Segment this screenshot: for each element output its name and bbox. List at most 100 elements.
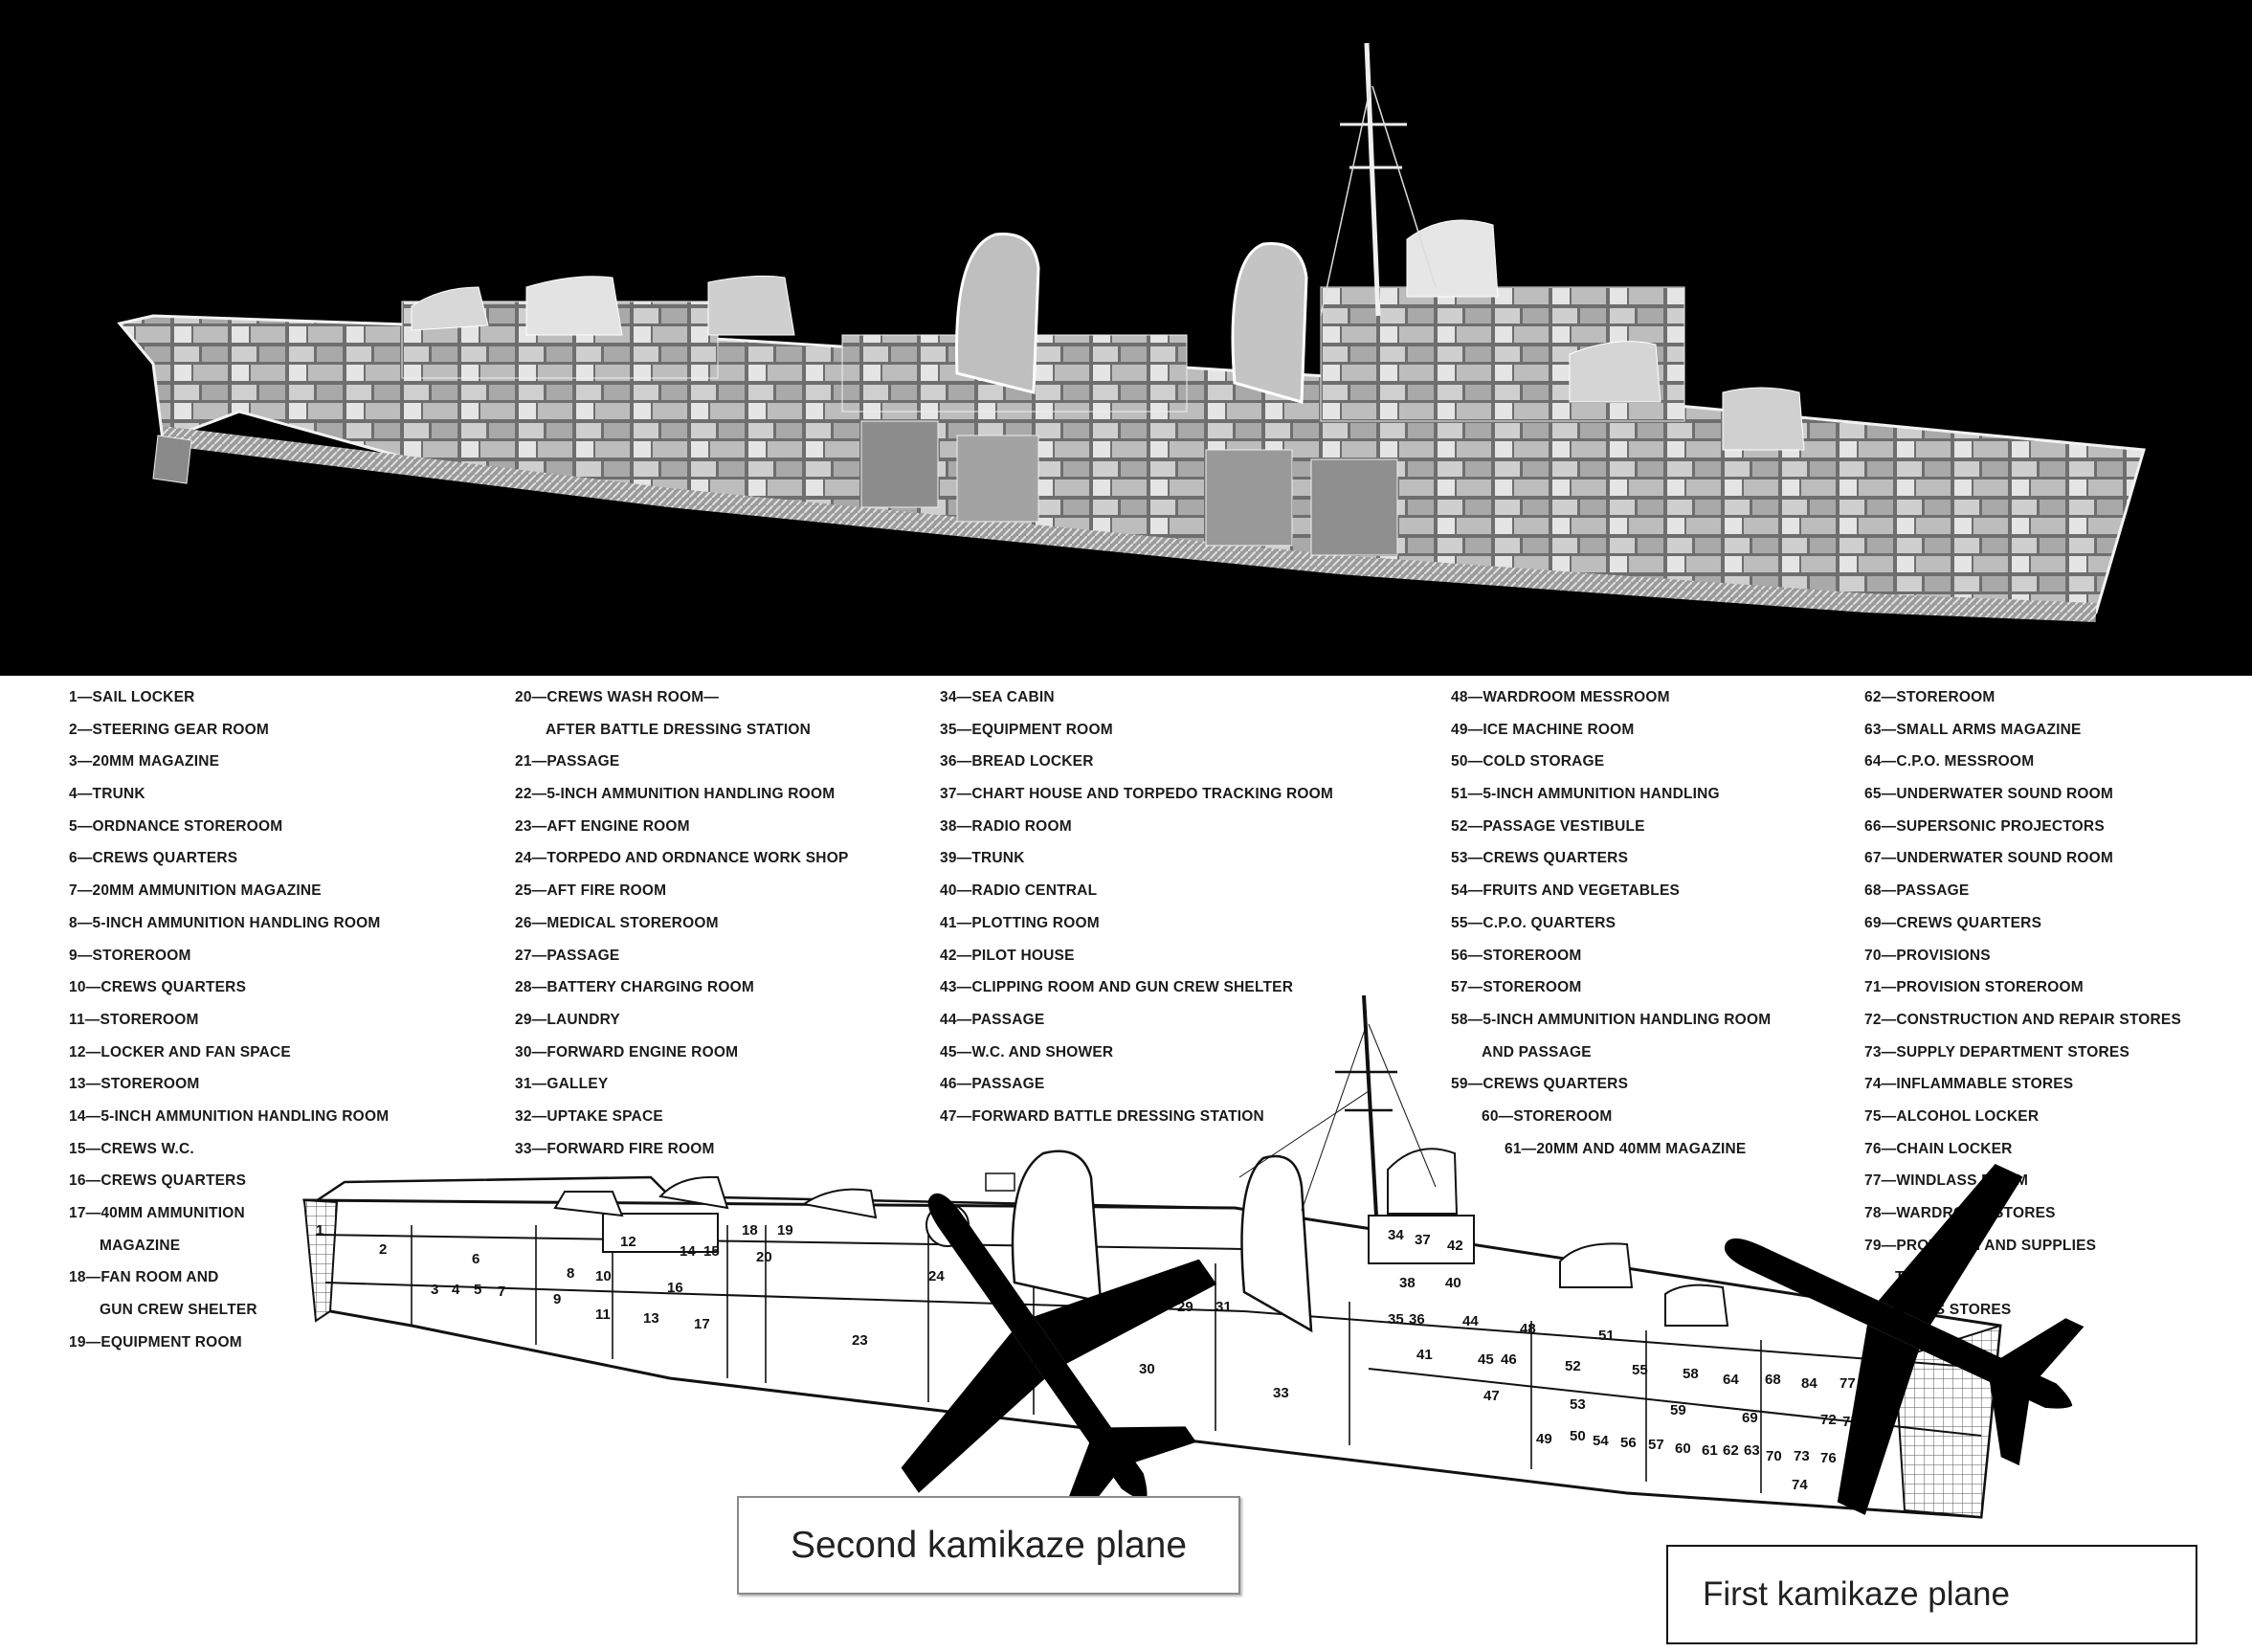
first-kamikaze-caption: First kamikaze plane: [1666, 1545, 2197, 1644]
legend-item: 26—MEDICAL STOREROOM: [515, 914, 719, 931]
legend-item: 55—C.P.O. QUARTERS: [1451, 914, 1617, 931]
compartment-number: 16: [667, 1280, 683, 1296]
compartment-number: 28: [1148, 1299, 1165, 1315]
cutaway-photo-panel: [0, 0, 2252, 676]
legend-item: 29—LAUNDRY: [515, 1011, 620, 1028]
legend-item: 75—ALCOHOL LOCKER: [1864, 1107, 2040, 1125]
compartment-number: 41: [1416, 1347, 1433, 1363]
legend-item: 19—EQUIPMENT ROOM: [69, 1333, 242, 1351]
compartment-number: 68: [1765, 1372, 1781, 1388]
compartment-number: 63: [1744, 1442, 1760, 1459]
legend-item: 70—PROVISIONS: [1864, 947, 1991, 964]
compartment-number: 75: [1842, 1414, 1859, 1430]
compartment-number: 79: [1864, 1416, 1881, 1432]
compartment-number: 26: [1127, 1299, 1144, 1315]
legend-item: 74—INFLAMMABLE STORES: [1864, 1076, 2074, 1093]
legend-item: 25—AFT FIRE ROOM: [515, 882, 667, 900]
legend-item: 35—EQUIPMENT ROOM: [940, 721, 1113, 738]
legend-item: 12—LOCKER AND FAN SPACE: [69, 1043, 291, 1060]
legend-column-3: 34—SEA CABIN 35—EQUIPMENT ROOM 36—BREAD LO…: [940, 681, 1399, 1133]
legend-item: 54—FRUITS AND VEGETABLES: [1451, 882, 1681, 900]
legend-item: 68—PASSAGE: [1864, 882, 1970, 900]
legend-item: 1—SAIL LOCKER: [69, 689, 195, 705]
compartment-number: 77: [1840, 1375, 1856, 1392]
compartment-number: 9: [553, 1291, 561, 1307]
legend-item: 43—CLIPPING ROOM AND GUN CREW SHELTER: [940, 979, 1294, 996]
second-kamikaze-caption: Second kamikaze plane: [737, 1496, 1240, 1595]
compartment-number: 62: [1723, 1442, 1739, 1459]
legend-item: 27—PASSAGE: [515, 947, 620, 964]
legend-item: 50—COLD STORAGE: [1451, 753, 1605, 770]
legend-item: 5—ORDNANCE STOREROOM: [69, 817, 283, 835]
legend-item: 61—20mm AND 40mm MAGAZINE: [1505, 1140, 1747, 1157]
destroyer-cutaway-illustration: [117, 42, 2146, 622]
legend-item: 38—RADIO ROOM: [940, 817, 1072, 835]
compartment-number: 55: [1632, 1362, 1648, 1378]
legend-item: 73—SUPPLY DEPARTMENT STORES: [1864, 1043, 2130, 1060]
compartment-number: 49: [1536, 1431, 1552, 1447]
legend-item: 49—ICE MACHINE ROOM: [1451, 721, 1635, 738]
compartment-number: 61: [1702, 1442, 1718, 1459]
legend-item: 24—TORPEDO AND ORDNANCE WORK SHOP: [515, 850, 849, 867]
legend-item: 42—PILOT HOUSE: [940, 947, 1075, 964]
compartment-number: 35: [1388, 1311, 1404, 1328]
compartment-number: 40: [1445, 1275, 1461, 1291]
compartment-number: 46: [1501, 1351, 1517, 1368]
legend-item: 36—BREAD LOCKER: [940, 753, 1094, 770]
legend-item: 23—AFT ENGINE ROOM: [515, 817, 690, 835]
legend-item: 56—STOREROOM: [1451, 947, 1582, 964]
compartment-number: 54: [1593, 1433, 1609, 1449]
legend-item: 30—FORWARD ENGINE ROOM: [515, 1043, 739, 1060]
compartment-number: 81: [1845, 1452, 1862, 1468]
compartment-number: 15: [703, 1243, 720, 1260]
legend-item: 8—5-INCH AMMUNITION HANDLING ROOM: [69, 914, 381, 931]
legend-item: 22—5-INCH AMMUNITION HANDLING ROOM: [515, 786, 836, 803]
legend-item: 53—CREWS QUARTERS: [1451, 850, 1629, 867]
legend-item: 33—FORWARD FIRE ROOM: [515, 1140, 715, 1157]
compartment-number: 36: [1409, 1311, 1425, 1328]
legend-item: 4—TRUNK: [69, 786, 145, 803]
legend-item: 79—PROVISION AND SUPPLIES: [1864, 1237, 2097, 1254]
legend-item: 77—WINDLASS ROOM: [1864, 1172, 2029, 1190]
compartment-number: 13: [643, 1310, 659, 1327]
compartment-number: 17: [694, 1316, 710, 1332]
legend-item: GUN CREW SHELTER: [100, 1302, 257, 1319]
compartment-number: 50: [1570, 1428, 1586, 1444]
compartment-number: 29: [1177, 1299, 1193, 1315]
compartment-number: 51: [1598, 1328, 1615, 1344]
compartment-number: 84: [1801, 1375, 1817, 1392]
compartment-number: 31: [1215, 1299, 1232, 1315]
compartment-number: 38: [1399, 1275, 1416, 1291]
legend-item: 78—WARDROOM STORES: [1864, 1205, 2056, 1221]
compartment-number: 20: [756, 1249, 772, 1265]
legend-item: 64—C.P.O. MESSROOM: [1864, 753, 2035, 770]
legend-item: 66—SUPERSONIC PROJECTORS: [1864, 817, 2105, 835]
legend-item: 17—40mm AMMUNITION: [69, 1205, 245, 1221]
compartment-number: 42: [1447, 1238, 1463, 1254]
compartment-number: 30: [1139, 1361, 1155, 1377]
compartment-number: 57: [1648, 1437, 1664, 1453]
legend-item: 41—PLOTTING ROOM: [940, 914, 1100, 931]
legend-item: AFTER BATTLE DRESSING STATION: [546, 721, 812, 738]
legend-column-4: 48—WARDROOM MESSROOM 49—ICE MACHINE ROOM 5…: [1451, 681, 1910, 1165]
legend-item: 14—5-INCH AMMUNITION HANDLING ROOM: [69, 1107, 390, 1125]
legend-item: 65—UNDERWATER SOUND ROOM: [1864, 786, 2113, 803]
legend-item: 48—WARDROOM MESSROOM: [1451, 689, 1670, 705]
compartment-number: 72: [1820, 1412, 1837, 1428]
compartment-number: 53: [1570, 1396, 1586, 1413]
legend-item: 6—CREWS QUARTERS: [69, 850, 238, 867]
legend-item: 57—STOREROOM: [1451, 979, 1582, 996]
compartment-number: 58: [1683, 1366, 1699, 1382]
legend-item: 37—CHART HOUSE AND TORPEDO TRACKING ROOM: [940, 786, 1334, 803]
legend-item: 63—SMALL ARMS MAGAZINE: [1864, 721, 2082, 738]
compartment-number: 73: [1794, 1448, 1810, 1464]
compartment-number: 14: [680, 1243, 696, 1260]
compartment-number: 12: [620, 1234, 636, 1250]
legend-item: 18—FAN ROOM AND: [69, 1269, 219, 1286]
compartment-number: 24: [928, 1268, 945, 1284]
legend-column-2: 20—CREWS WASH ROOM—AFTER BATTLE DRESSING…: [515, 681, 974, 1165]
legend-item: 9—STOREROOM: [69, 947, 191, 964]
legend-item: 34—SEA CABIN: [940, 689, 1055, 705]
